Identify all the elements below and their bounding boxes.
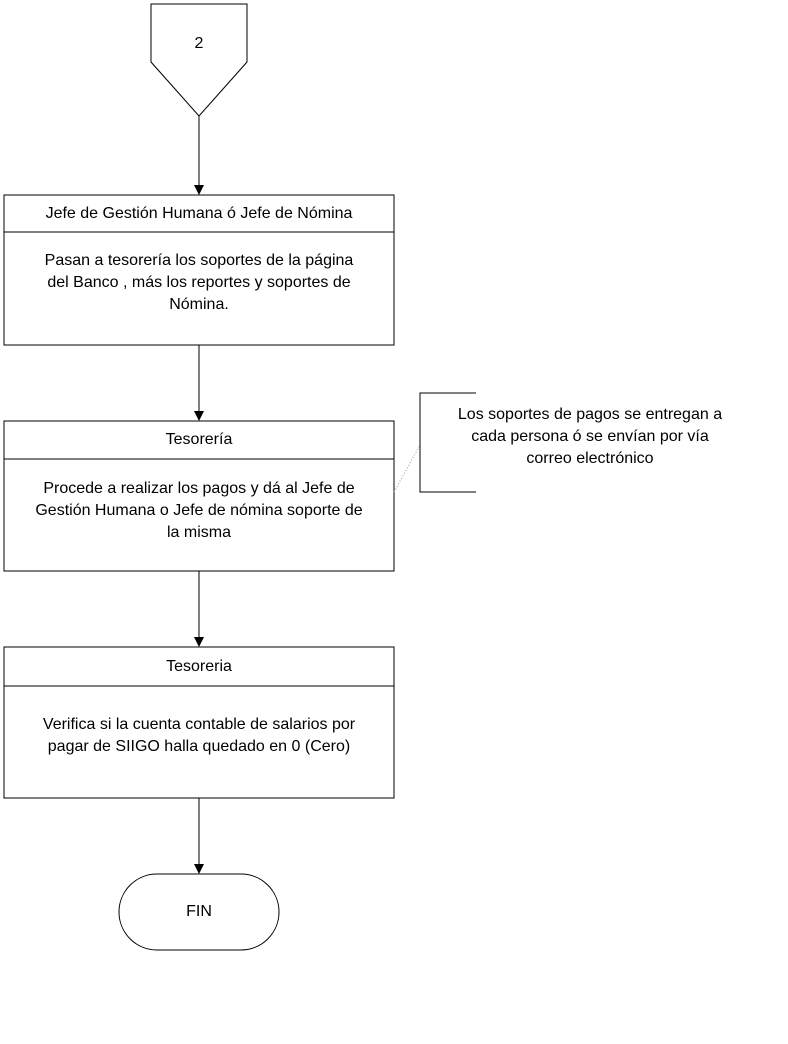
step1-body-line: Nómina. — [169, 296, 229, 313]
step1-body-line: del Banco , más los reportes y soportes … — [47, 274, 351, 291]
annotation-line: correo electrónico — [526, 450, 654, 467]
terminator-label: FIN — [186, 903, 212, 920]
step1-header: Jefe de Gestión Humana ó Jefe de Nómina — [45, 205, 353, 222]
annotation-line: cada persona ó se envían por vía — [471, 428, 709, 445]
step2-body: Procede a realizar los pagos y dá al Jef… — [4, 478, 394, 544]
step3-body: Verifica si la cuenta contable de salari… — [4, 714, 394, 758]
step1-box — [3, 194, 395, 346]
step1-body-line: Pasan a tesorería los soportes de la pág… — [44, 252, 354, 269]
annotation-bracket — [419, 392, 476, 493]
step2-body-line: la misma — [166, 524, 231, 541]
step2-body-line: Gestión Humana o Jefe de nómina soporte … — [35, 502, 363, 519]
step3-box — [3, 646, 395, 799]
step2-box — [3, 420, 395, 572]
annotation-text: Los soportes de pagos se entregan a cada… — [420, 404, 760, 470]
step3-body-line: pagar de SIIGO halla quedado en 0 (Cero) — [47, 738, 351, 755]
step3-body-line: Verifica si la cuenta contable de salari… — [42, 716, 356, 733]
offpage-connector-label: 2 — [194, 35, 204, 52]
step3-header: Tesoreria — [166, 658, 232, 675]
annotation-line: Los soportes de pagos se entregan a — [457, 406, 723, 423]
step1-body: Pasan a tesorería los soportes de la pág… — [4, 250, 394, 316]
offpage-connector-shape — [150, 3, 248, 117]
step2-body-line: Procede a realizar los pagos y dá al Jef… — [43, 480, 355, 497]
terminator-shape — [118, 873, 280, 951]
annotation-link-dotted — [393, 444, 421, 493]
step2-header: Tesorería — [165, 431, 233, 448]
